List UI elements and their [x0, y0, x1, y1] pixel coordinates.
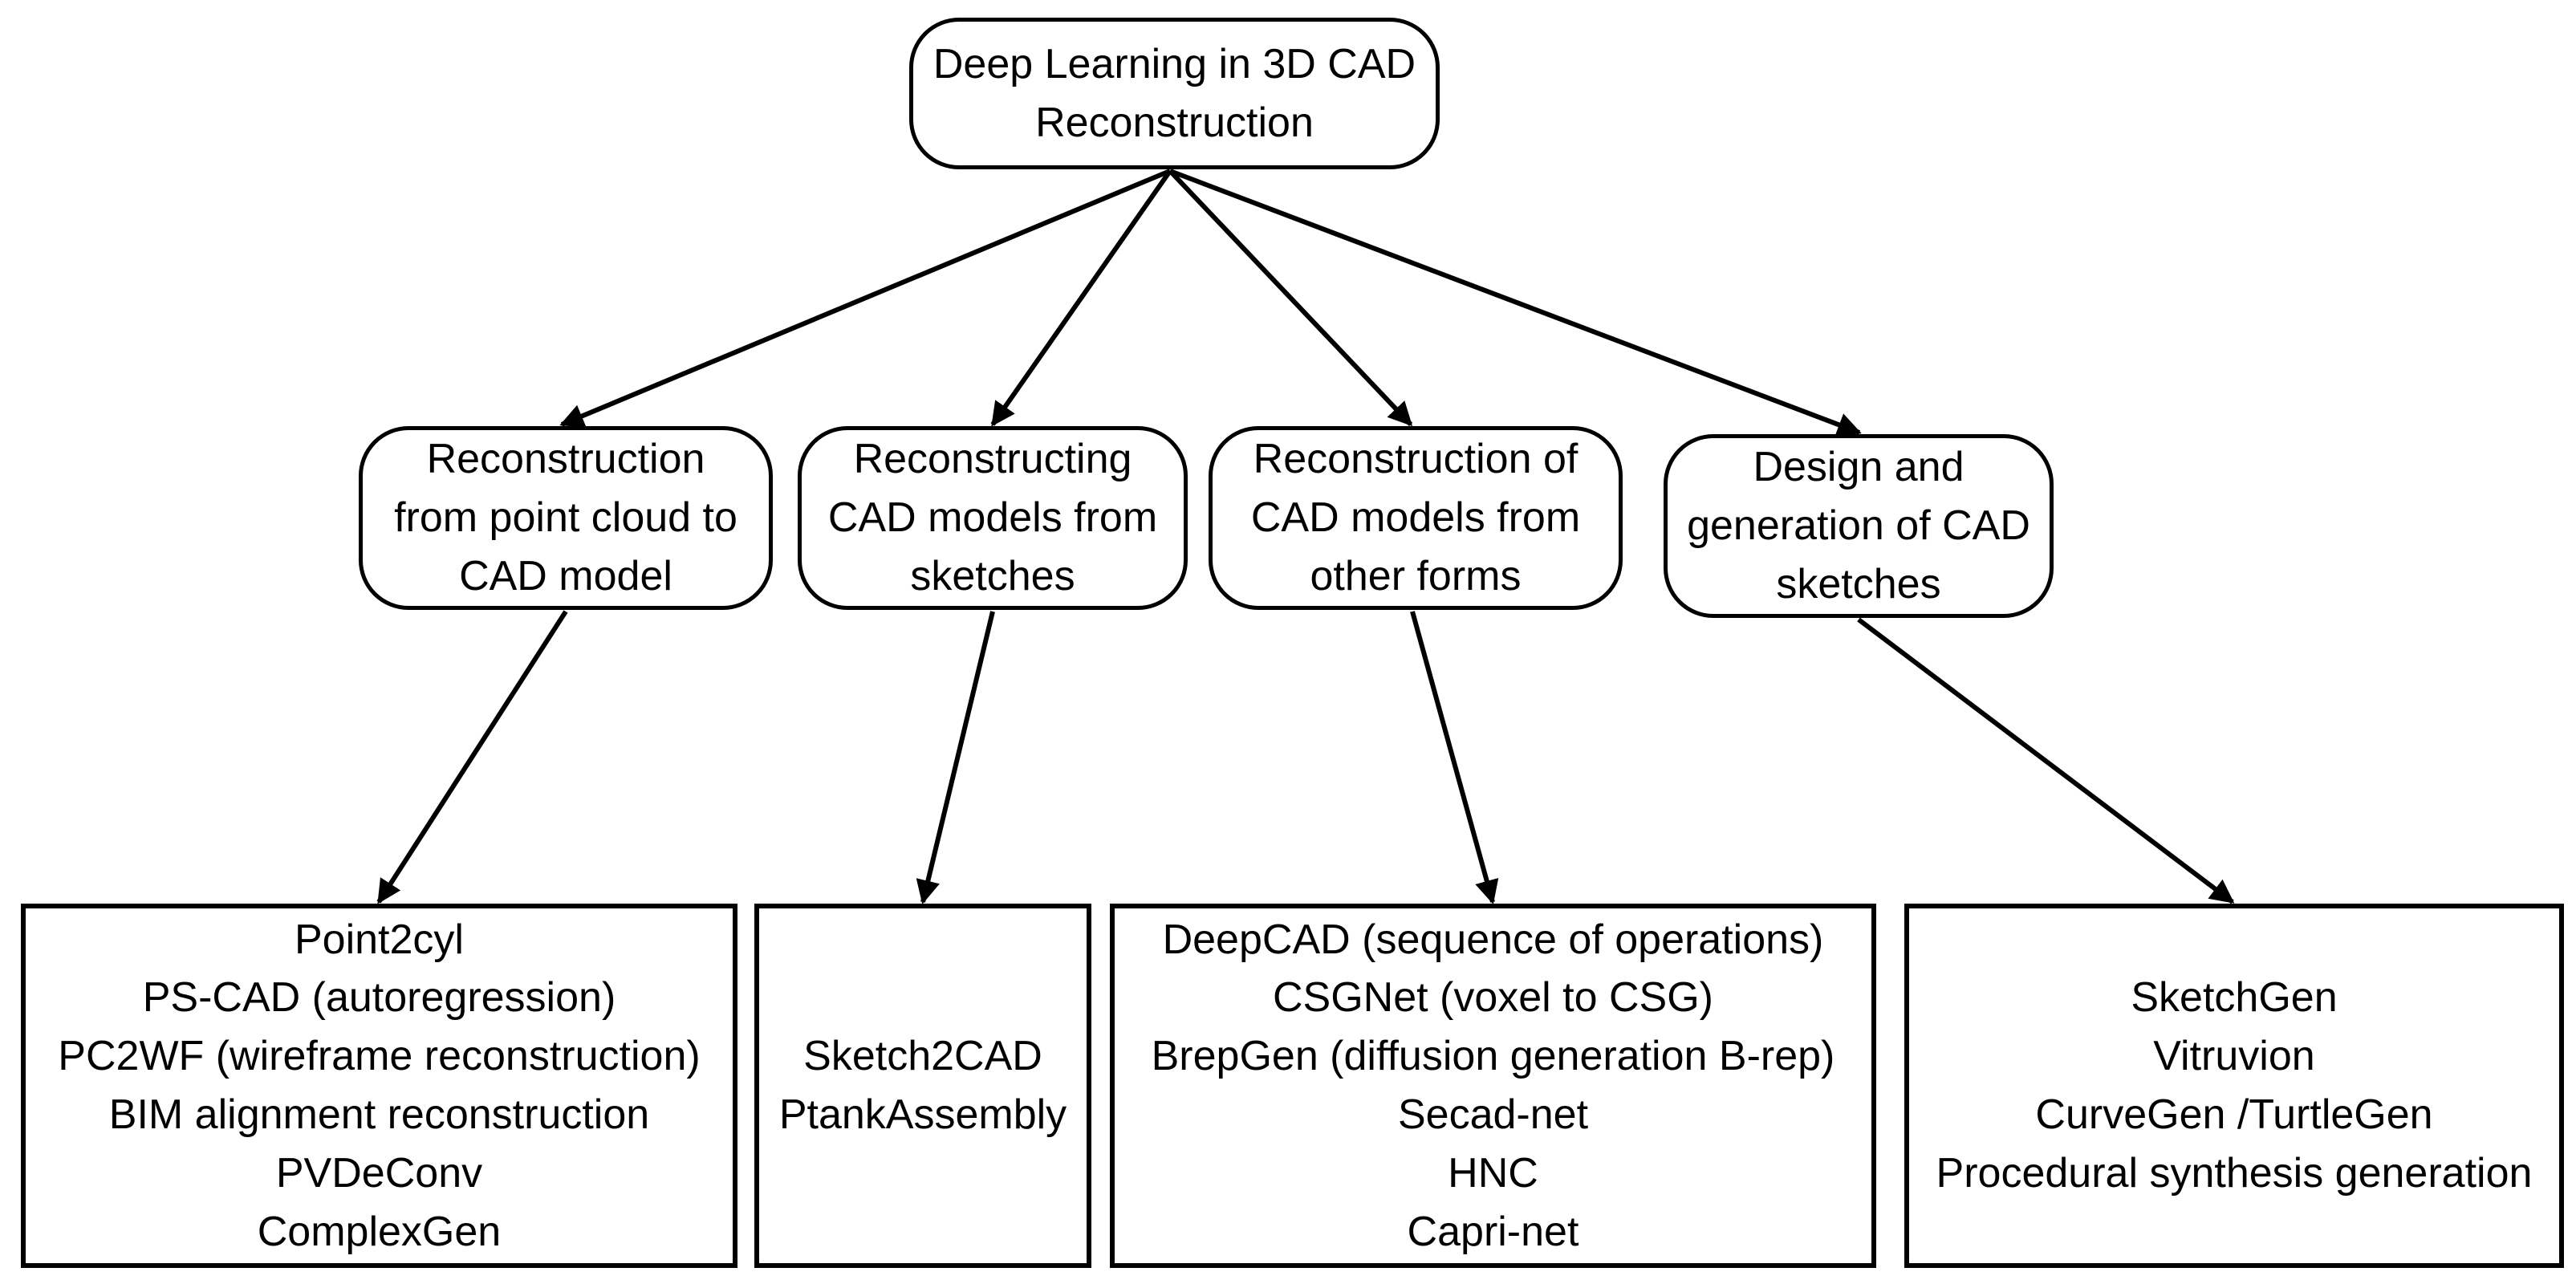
edge-root-to-category-design — [1168, 169, 1862, 437]
method-item: Point2cyl — [294, 916, 464, 963]
root-title-line-2: Reconstruction — [1035, 99, 1314, 146]
method-list-sketches: Sketch2CAD PtankAssembly — [754, 904, 1091, 1268]
method-item: PC2WF (wireframe reconstruction) — [58, 1033, 701, 1080]
category-label-line: CAD models from — [827, 494, 1158, 542]
category-label-line: generation of CAD — [1687, 502, 2030, 550]
category-node-other-forms: Reconstruction of CAD models from other … — [1209, 426, 1623, 610]
category-label-line: sketches — [1776, 560, 1941, 607]
method-item: PS-CAD (autoregression) — [142, 974, 616, 1022]
edge-root-to-category-point-cloud — [559, 169, 1172, 428]
category-label-line: sketches — [910, 552, 1075, 599]
root-node: Deep Learning in 3D CAD Reconstruction — [909, 18, 1440, 169]
method-item: Vitruvion — [2153, 1033, 2315, 1080]
category-node-sketches: Reconstructing CAD models from sketches — [798, 426, 1188, 610]
method-item: DeepCAD (sequence of operations) — [1162, 916, 1824, 963]
edge-category-sketches-to-list — [916, 611, 995, 904]
root-title-line-1: Deep Learning in 3D CAD — [932, 40, 1416, 87]
category-label-line: Design and — [1753, 444, 1965, 491]
method-item: Secad-net — [1397, 1091, 1589, 1138]
category-label-line: Reconstructing — [853, 436, 1132, 483]
method-item: SketchGen — [2131, 974, 2338, 1022]
category-label-line: CAD models from — [1250, 494, 1581, 542]
category-label-line: Reconstruction — [426, 436, 705, 483]
method-item: CurveGen /TurtleGen — [2035, 1091, 2433, 1138]
method-item: ComplexGen — [257, 1208, 502, 1255]
method-item: BIM alignment reconstruction — [108, 1091, 650, 1138]
edge-root-to-category-sketches — [990, 169, 1172, 427]
category-node-point-cloud: Reconstruction from point cloud to CAD m… — [359, 426, 773, 610]
category-label-line: Reconstruction of — [1253, 436, 1579, 483]
edge-category-point-cloud-to-list — [376, 610, 568, 904]
method-item: PtankAssembly — [778, 1091, 1067, 1138]
edge-root-to-category-other-forms — [1168, 169, 1413, 427]
method-item: CSGNet (voxel to CSG) — [1272, 974, 1713, 1022]
edge-category-other-forms-to-list — [1410, 611, 1499, 904]
method-list-other-forms: DeepCAD (sequence of operations) CSGNet … — [1110, 904, 1876, 1268]
category-label-line: CAD model — [459, 552, 672, 599]
category-label-line: from point cloud to — [394, 494, 737, 542]
method-item: Procedural synthesis generation — [1936, 1149, 2533, 1197]
method-list-design: SketchGen Vitruvion CurveGen /TurtleGen … — [1904, 904, 2564, 1268]
method-list-point-cloud: Point2cyl PS-CAD (autoregression) PC2WF … — [21, 904, 737, 1268]
method-item: HNC — [1448, 1149, 1538, 1197]
category-label-line: other forms — [1310, 552, 1522, 599]
method-item: Capri-net — [1407, 1208, 1579, 1255]
method-item: Sketch2CAD — [803, 1033, 1042, 1080]
edge-category-design-to-list — [1857, 617, 2235, 904]
method-item: PVDeConv — [275, 1149, 483, 1197]
method-item: BrepGen (diffusion generation B-rep) — [1151, 1033, 1835, 1080]
category-node-design: Design and generation of CAD sketches — [1664, 434, 2054, 618]
